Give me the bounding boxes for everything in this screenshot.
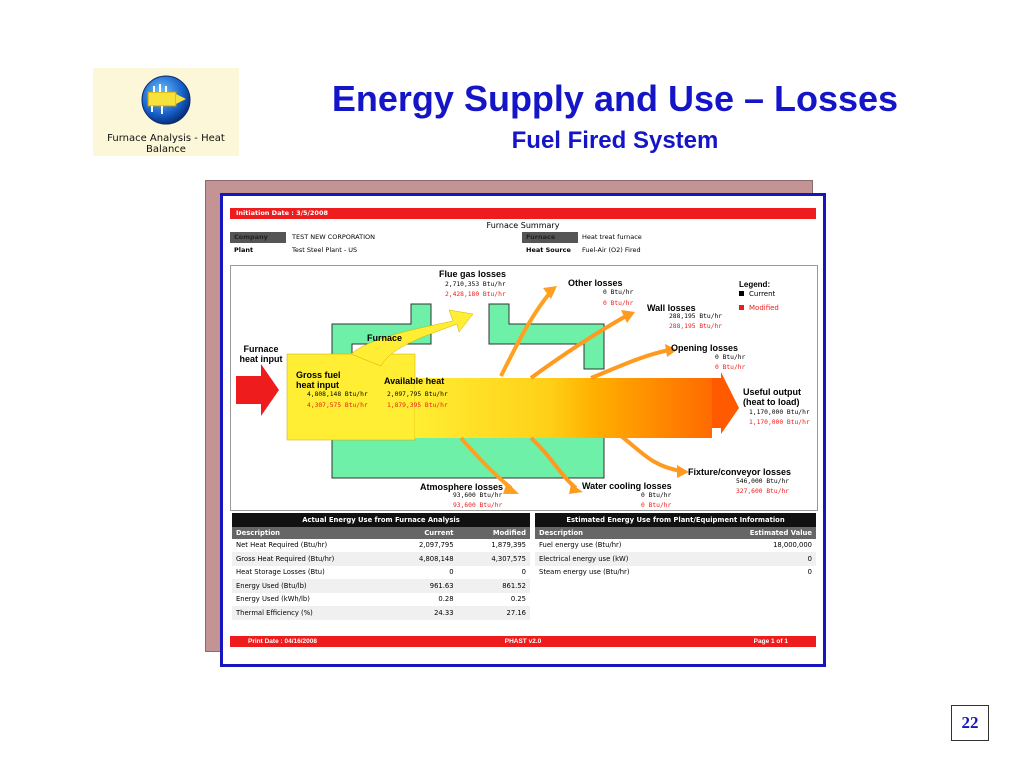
other-losses-arrow xyxy=(499,292,551,377)
plant-value: Test Steel Plant - US xyxy=(292,246,358,254)
water-losses-modified: 0 Btu/hr xyxy=(641,502,672,509)
atmosphere-losses-modified: 93,600 Btu/hr xyxy=(453,502,503,509)
print-date: Print Date : 04/16/2008 xyxy=(248,638,318,645)
water-losses-arrow xyxy=(529,436,578,490)
available-heat-current: 2,097,795 Btu/hr xyxy=(387,391,448,398)
table-row: Fuel energy use (Btu/hr)18,000,000 xyxy=(539,541,812,550)
report-footer: Print Date : 04/16/2008 PHAST v2.0 Page … xyxy=(230,636,816,647)
opening-losses-arrow xyxy=(590,348,670,380)
wall-losses-current: 288,195 Btu/hr xyxy=(669,313,723,320)
legend-current: Current xyxy=(749,290,776,298)
fixture-losses-modified: 327,600 Btu/hr xyxy=(736,488,790,495)
col-estimated-value: Estimated Value xyxy=(718,526,816,539)
fixture-losses-arrow xyxy=(619,434,682,473)
useful-output-modified: 1,170,000 Btu/hr xyxy=(749,419,810,426)
available-heat-modified: 1,879,395 Btu/hr xyxy=(387,402,448,409)
page-subtitle: Fuel Fired System xyxy=(511,127,719,154)
company-value: TEST NEW CORPORATION xyxy=(292,233,375,241)
estimated-energy-table: Estimated Energy Use from Plant/Equipmen… xyxy=(535,513,816,579)
actual-table-title: Actual Energy Use from Furnace Analysis xyxy=(302,515,460,524)
wall-losses-modified: 288,195 Btu/hr xyxy=(669,323,723,330)
fixture-losses-label: Fixture/conveyor losses xyxy=(688,467,792,477)
plant-label: Plant xyxy=(234,246,254,254)
version: PHAST v2.0 xyxy=(504,638,542,645)
gross-fuel-current: 4,808,148 Btu/hr xyxy=(307,391,368,398)
heat-source-label: Heat Source xyxy=(526,246,571,254)
flue-gas-arrow xyxy=(350,309,474,367)
input-arrow xyxy=(236,364,279,416)
page-info: Page 1 of 1 xyxy=(753,638,788,645)
info-block: Company TEST NEW CORPORATION Plant Test … xyxy=(230,232,816,262)
col-current: Current xyxy=(385,526,458,539)
opening-losses-label: Opening losses xyxy=(671,343,739,353)
legend-modified-swatch xyxy=(739,305,744,310)
col-modified: Modified xyxy=(457,526,530,539)
furnace-globe-icon xyxy=(141,75,191,125)
flue-gas-current: 2,710,353 Btu/hr xyxy=(445,281,506,288)
estimated-table-title: Estimated Energy Use from Plant/Equipmen… xyxy=(566,515,785,524)
logo: Furnace Analysis - Heat Balance xyxy=(93,68,239,156)
initiation-date: Initiation Date : 3/5/2008 xyxy=(236,209,328,217)
furnace-value: Heat treat furnace xyxy=(582,233,642,241)
atmosphere-losses-label: Atmosphere losses xyxy=(420,482,504,492)
initiation-bar: Initiation Date : 3/5/2008 xyxy=(230,208,816,219)
water-losses-current: 0 Btu/hr xyxy=(641,492,672,499)
gross-fuel-modified: 4,307,575 Btu/hr xyxy=(307,402,368,409)
available-heat-flow xyxy=(415,378,712,438)
gross-fuel-block xyxy=(286,353,416,441)
table-row: Steam energy use (Btu/hr)0 xyxy=(539,568,812,577)
useful-output-arrow xyxy=(712,372,739,434)
other-losses-modified: 0 Btu/hr xyxy=(603,300,634,307)
furnace-label: Furnace xyxy=(367,333,403,343)
heat-source-value: Fuel-Air (O2) Fired xyxy=(582,246,641,254)
summary-title: Furnace Summary xyxy=(486,221,560,230)
table-row: Electrical energy use (kW)0 xyxy=(535,552,816,566)
flue-gas-modified: 2,428,180 Btu/hr xyxy=(445,291,506,298)
footer-bar: Print Date : 04/16/2008 PHAST v2.0 Page … xyxy=(230,636,816,647)
energy-flow-diagram: Furnace Furnace heat input Gross fuel he… xyxy=(230,265,818,511)
useful-output-current: 1,170,000 Btu/hr xyxy=(749,409,810,416)
furnace-wall-top xyxy=(488,303,605,370)
furnace-label: Furnace xyxy=(522,232,578,243)
sankey-graphic xyxy=(236,286,744,494)
opening-losses-current: 0 Btu/hr xyxy=(715,354,746,361)
opening-losses-modified: 0 Btu/hr xyxy=(715,364,746,371)
slide-number: 22 xyxy=(951,705,989,741)
legend-current-swatch xyxy=(739,291,744,296)
useful-output-label: Useful output (heat to load) xyxy=(743,387,801,407)
wall-losses-label: Wall losses xyxy=(647,303,696,313)
legend-title: Legend: xyxy=(739,280,771,289)
fixture-losses-current: 546,000 Btu/hr xyxy=(736,478,790,485)
gross-fuel-label: Gross fuel heat input xyxy=(296,370,341,390)
other-losses-current: 0 Btu/hr xyxy=(603,289,634,296)
other-losses-label: Other losses xyxy=(568,278,623,288)
col-description: Description xyxy=(232,526,386,539)
atmosphere-losses-current: 93,600 Btu/hr xyxy=(453,492,503,499)
flue-gas-label: Flue gas losses xyxy=(439,269,507,279)
legend-modified: Modified xyxy=(749,304,779,312)
actual-energy-table: Actual Energy Use from Furnace Analysis … xyxy=(232,513,530,620)
wall-losses-arrow xyxy=(529,314,627,380)
col-description: Description xyxy=(535,526,718,539)
page-title: Energy Supply and Use – Losses xyxy=(331,78,899,119)
report-header: Initiation Date : 3/5/2008 Furnace Summa… xyxy=(230,208,816,262)
company-label: Company xyxy=(230,232,286,243)
logo-caption: Furnace Analysis - Heat Balance xyxy=(107,133,225,155)
available-heat-label: Available heat xyxy=(384,376,445,386)
heat-input-label: Furnace heat input xyxy=(239,344,283,364)
water-losses-label: Water cooling losses xyxy=(582,481,672,491)
